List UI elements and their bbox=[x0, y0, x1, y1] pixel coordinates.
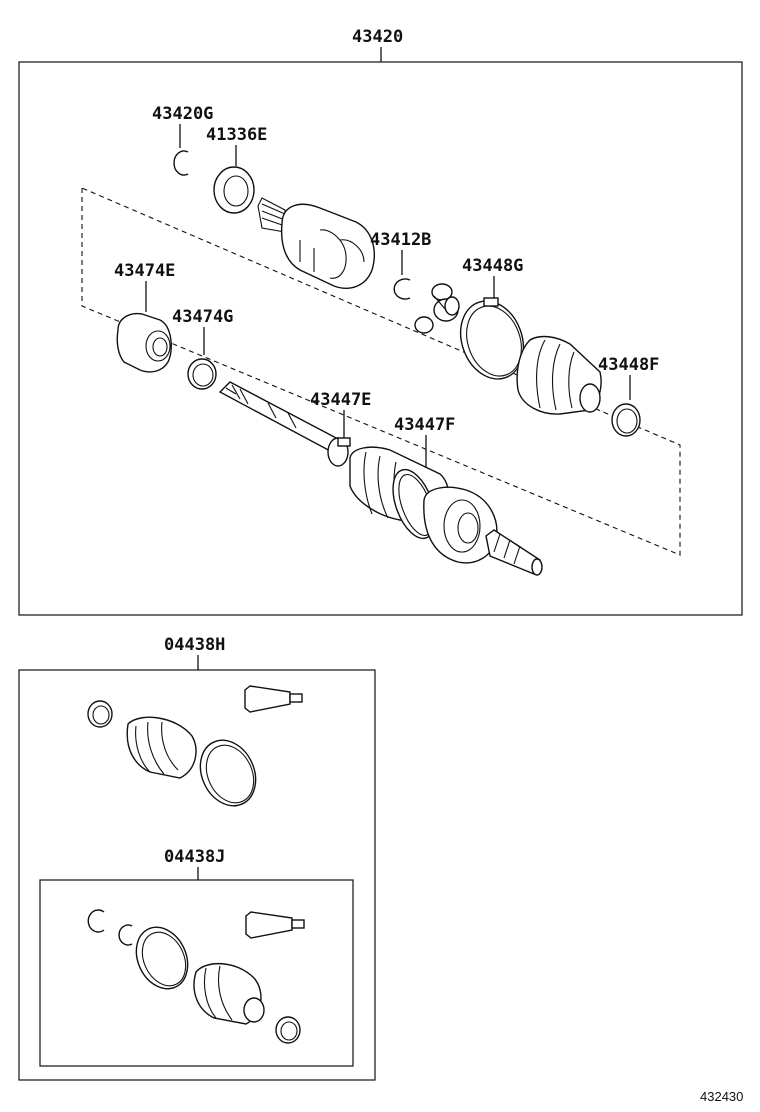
label-43448F[interactable]: 43448F bbox=[598, 355, 659, 375]
kit-04438H-group[interactable]: 04438H 04438J bbox=[18, 635, 376, 1081]
label-43420[interactable]: 43420 bbox=[352, 27, 403, 47]
snap-ring-43420G[interactable]: 43420G bbox=[152, 104, 213, 176]
dynamic-damper-43474E[interactable]: 43474E bbox=[114, 261, 175, 373]
kit-j-small-clamp bbox=[275, 1016, 301, 1044]
label-41336E[interactable]: 41336E bbox=[206, 125, 267, 145]
kit-h-small-clamp bbox=[87, 700, 113, 728]
label-43447E[interactable]: 43447E bbox=[310, 390, 371, 410]
kit-04438J-group[interactable]: 04438J bbox=[39, 847, 354, 1067]
seal-41336E[interactable]: 41336E bbox=[206, 125, 267, 214]
tripod-spider bbox=[414, 283, 460, 334]
kit-h-large-clamp bbox=[199, 739, 257, 807]
boot-clamp-43447E[interactable]: 43447E bbox=[310, 390, 371, 447]
outboard-cv-joint bbox=[423, 486, 543, 576]
inboard-boot bbox=[516, 335, 602, 415]
kit-j-snap-ring bbox=[87, 909, 105, 933]
label-43420G[interactable]: 43420G bbox=[152, 104, 213, 124]
main-assembly-frame bbox=[18, 61, 743, 616]
label-43447F[interactable]: 43447F bbox=[394, 415, 455, 435]
label-43412B[interactable]: 43412B bbox=[370, 230, 431, 250]
kit-j-grease-tube bbox=[245, 911, 305, 939]
kit-h-grease-tube bbox=[244, 685, 303, 713]
label-43448G[interactable]: 43448G bbox=[462, 256, 523, 276]
label-04438J[interactable]: 04438J bbox=[164, 847, 225, 867]
kit-j-small-ring bbox=[118, 924, 133, 946]
label-43474G[interactable]: 43474G bbox=[172, 307, 233, 327]
kit-04438H-frame bbox=[18, 669, 376, 1081]
label-04438H[interactable]: 04438H bbox=[164, 635, 225, 655]
boot-clamp-43448G[interactable]: 43448G bbox=[450, 256, 534, 388]
main-assembly-group: 43420 43420G 41336E bbox=[18, 27, 743, 616]
snap-ring-43412B[interactable]: 43412B bbox=[370, 230, 431, 300]
kit-j-boot bbox=[193, 962, 265, 1025]
label-43474E[interactable]: 43474E bbox=[114, 261, 175, 281]
kit-04438J-frame bbox=[39, 879, 354, 1067]
inboard-joint-housing bbox=[257, 197, 375, 289]
damper-clamp-43474G[interactable]: 43474G bbox=[172, 307, 233, 390]
snap-ring-shape bbox=[173, 150, 189, 176]
kit-j-large-clamp bbox=[135, 926, 189, 990]
figure-reference: 432430 bbox=[700, 1089, 743, 1104]
boot-clamp-43448F[interactable]: 43448F bbox=[598, 355, 659, 437]
kit-h-boot bbox=[126, 716, 197, 779]
